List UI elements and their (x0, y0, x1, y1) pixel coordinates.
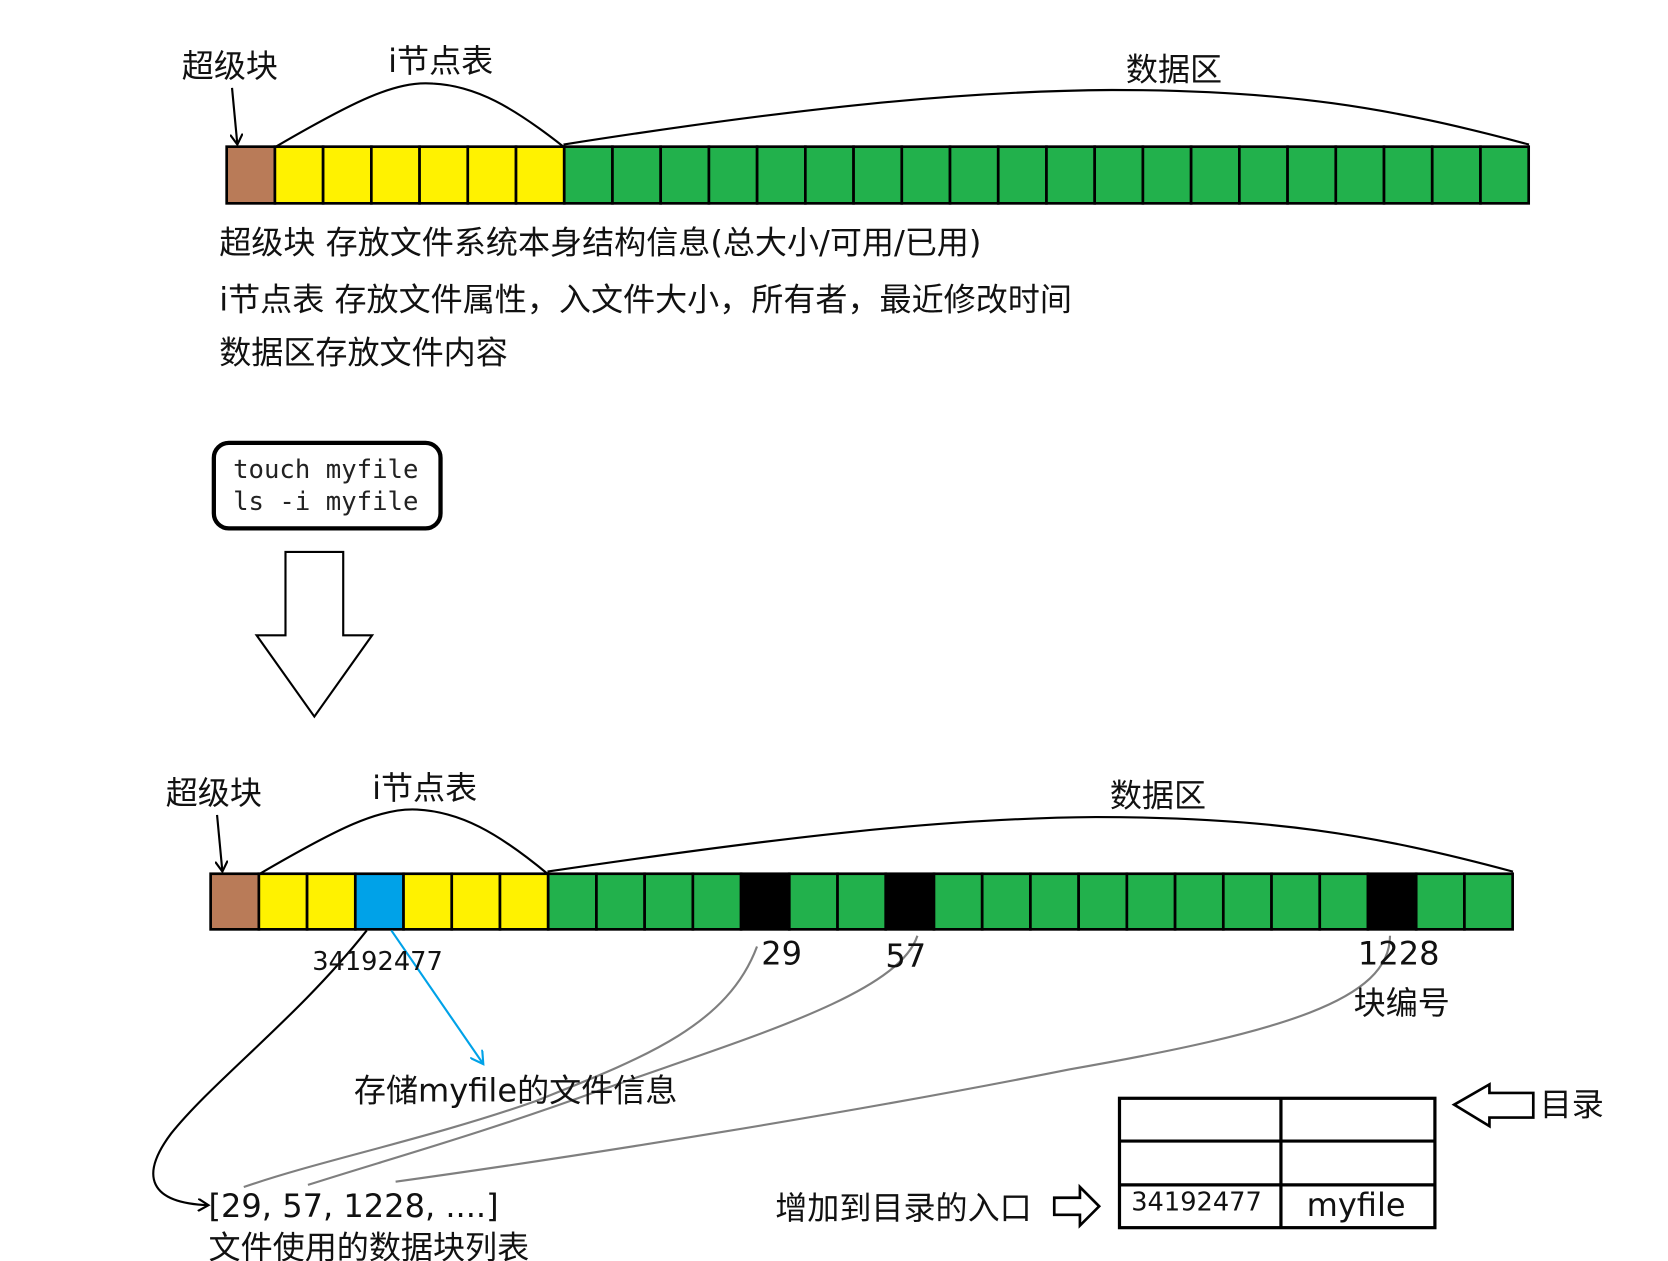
directory-entry-name: myfile (1307, 1186, 1406, 1224)
block-data (1334, 145, 1386, 205)
inode-info-arrow (390, 929, 483, 1064)
inode-description: i节点表 存放文件属性，入文件大小，所有者，最近修改时间 (219, 280, 1072, 318)
block-data (1318, 872, 1370, 931)
block-data (1238, 145, 1289, 205)
block-data (562, 145, 614, 205)
command-line-ls: ls -i myfile (233, 487, 418, 517)
block-super (209, 872, 261, 931)
block-inode (257, 872, 309, 931)
block-used (739, 872, 791, 931)
block-data (948, 145, 1000, 205)
block-data (643, 872, 695, 931)
data-brace-curve-2 (547, 816, 1514, 873)
directory-label: 目录 (1540, 1085, 1604, 1123)
inode-table-label-2: i节点表 (372, 769, 477, 807)
block-number-1228: 1228 (1358, 935, 1440, 973)
down-arrow-icon (254, 550, 375, 719)
block-data (611, 145, 663, 205)
block-data (595, 872, 646, 931)
block-inode-used (353, 872, 405, 931)
superblock-label: 超级块 (182, 47, 278, 85)
block-number-caption: 块编号 (1354, 984, 1450, 1022)
block-inode (514, 145, 566, 205)
block-inode (418, 145, 470, 205)
block-data (1270, 872, 1322, 931)
block-data (659, 145, 711, 205)
block-data (996, 145, 1048, 205)
inode-brace-curve-2 (259, 808, 549, 875)
block-data (1286, 145, 1338, 205)
bottom-layout: 超级块 i节点表 数据区 34192477 29 57 1228 块编号 存储m… (152, 769, 1604, 1261)
data-area-description: 数据区存放文件内容 (219, 334, 508, 372)
block-data (932, 872, 984, 931)
block-data (1382, 145, 1434, 205)
block-super (225, 145, 277, 205)
block-data (1221, 872, 1273, 931)
command-line-touch: touch myfile (233, 455, 418, 485)
block-number-57: 57 (885, 937, 926, 975)
block-inode (402, 872, 454, 931)
block-data (1479, 145, 1531, 205)
inode-info-caption: 存储myfile的文件信息 (354, 1071, 677, 1109)
block-data (1125, 872, 1177, 931)
block-inode (498, 872, 550, 931)
block-list-caption: 文件使用的数据块列表 (209, 1229, 530, 1261)
superblock-label-2: 超级块 (166, 774, 262, 812)
inode-table-label: i节点表 (388, 42, 493, 80)
block-data (1093, 145, 1145, 205)
inode-number-label: 34192477 (312, 947, 443, 977)
block-used (1366, 872, 1418, 931)
block-29-link (243, 946, 759, 1189)
left-arrow-icon (1451, 1082, 1535, 1129)
top-block-bar (225, 145, 1531, 205)
block-used (884, 872, 936, 931)
superblock-pointer-arrow (232, 87, 237, 145)
superblock-pointer-arrow-2 (217, 814, 222, 872)
block-data (804, 145, 855, 205)
block-data (691, 872, 743, 931)
block-data (1414, 872, 1466, 931)
block-data (546, 872, 598, 931)
directory-table: 34192477 myfile (1117, 1096, 1437, 1230)
block-data (707, 145, 759, 205)
block-data (787, 872, 839, 931)
block-data (1141, 145, 1193, 205)
block-data (1189, 145, 1241, 205)
inode-brace-curve (275, 82, 565, 148)
block-list: [29, 57, 1228, ....] (209, 1187, 499, 1225)
block-inode (466, 145, 518, 205)
block-inode (273, 145, 325, 205)
block-1228-link (395, 935, 1392, 1183)
add-entry-label: 增加到目录的入口 (775, 1189, 1032, 1227)
block-data (980, 872, 1032, 931)
block-inode (370, 145, 421, 205)
command-box: touch myfile ls -i myfile (211, 440, 443, 531)
block-data (755, 145, 807, 205)
block-inode (450, 872, 502, 931)
inode-to-blocklist-arrow (152, 929, 368, 1205)
block-data (1045, 145, 1097, 205)
block-data (1430, 145, 1482, 205)
block-data (1463, 872, 1514, 931)
top-layout: 超级块 i节点表 数据区 超级块 存放文件系统本身结构信息(总大小/可用/已用)… (182, 42, 1531, 372)
right-arrow-icon (1052, 1183, 1102, 1229)
data-brace-curve (563, 88, 1530, 146)
directory-entry-inode: 34192477 (1131, 1188, 1262, 1218)
bottom-block-bar (209, 872, 1514, 931)
block-data (900, 145, 952, 205)
block-57-link (307, 935, 919, 1186)
block-inode (321, 145, 373, 205)
superblock-description: 超级块 存放文件系统本身结构信息(总大小/可用/已用) (219, 224, 981, 262)
data-area-label-2: 数据区 (1110, 776, 1206, 814)
block-data (836, 872, 888, 931)
data-area-label: 数据区 (1126, 50, 1222, 88)
block-data (852, 145, 904, 205)
block-data (1173, 872, 1225, 931)
block-number-29: 29 (761, 935, 802, 973)
block-data (1077, 872, 1129, 931)
block-inode (305, 872, 357, 931)
block-data (1029, 872, 1080, 931)
